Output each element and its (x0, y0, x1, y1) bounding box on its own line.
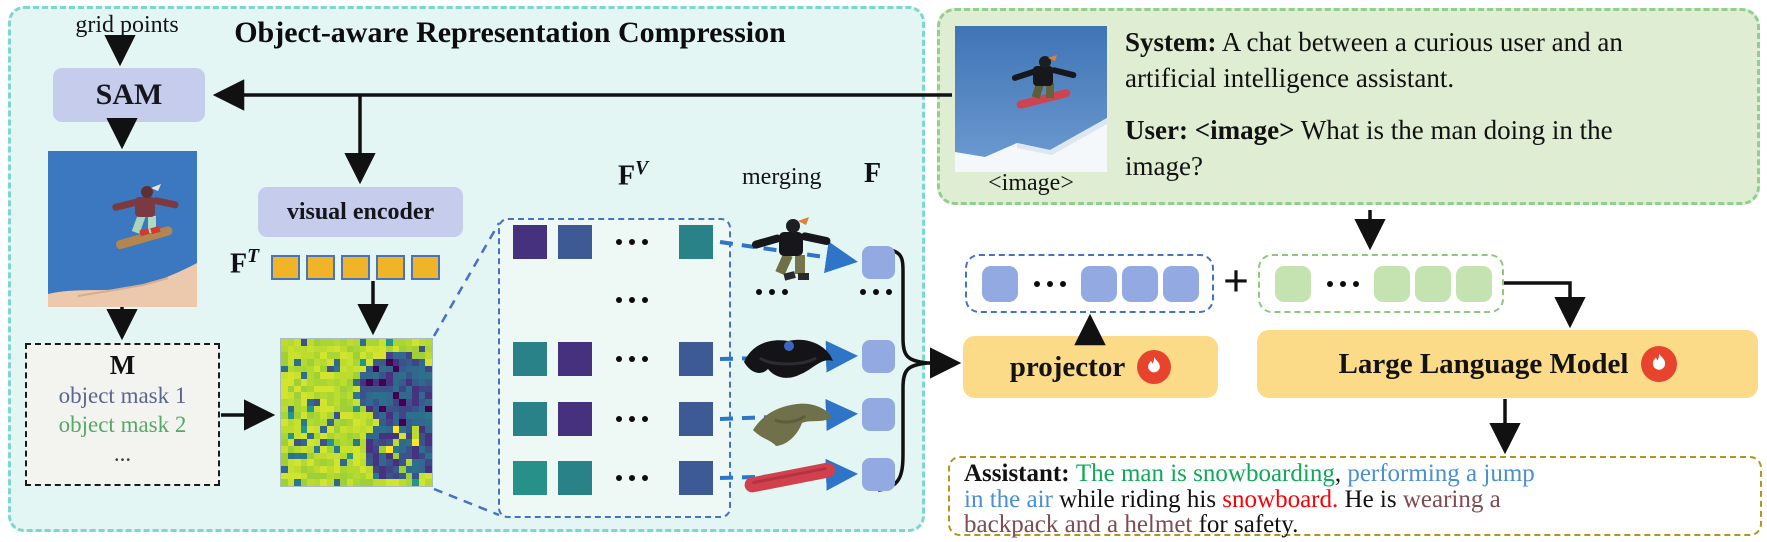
mask-set-title: M (109, 350, 136, 380)
grid-points-label: grid points (75, 12, 179, 38)
merged-token (862, 340, 895, 373)
token-square (1415, 265, 1451, 302)
fv-feature-square (679, 225, 713, 259)
token-square (1163, 265, 1199, 302)
merging-label: merging (742, 164, 822, 190)
merging-ellipsis (752, 289, 791, 295)
mask-set-box: M object mask 1 object mask 2... (25, 343, 220, 486)
mask-item: object mask 1 (58, 383, 187, 408)
sam-box: SAM (53, 68, 205, 122)
pants-cutout-image (753, 403, 832, 446)
fire-icon (1640, 346, 1677, 382)
fv-feature-square (513, 225, 547, 259)
mask-item: object mask 2 (58, 412, 187, 437)
token-square (1081, 265, 1117, 302)
projector-label: projector (1009, 350, 1126, 383)
fv-ellipsis (612, 297, 651, 303)
fv-feature-square (558, 402, 592, 436)
fv-feature-square (679, 461, 713, 495)
token-square (1456, 265, 1492, 302)
system-line-2: artificial intelligence assistant. (1125, 63, 1455, 93)
fv-ellipsis (612, 475, 651, 481)
photo-person (1011, 55, 1077, 109)
snowboard-cutout-image (744, 462, 836, 493)
assistant-answer-box: Assistant: The man is snowboarding, perf… (948, 456, 1762, 538)
token-square (1122, 265, 1158, 302)
fv-label: FV (618, 158, 649, 192)
yellow-token (411, 255, 440, 280)
mask-item: ... (113, 441, 132, 466)
user-line-2: image? (1125, 151, 1203, 181)
feature-heatmap (280, 338, 433, 487)
arrow-tokens-to-llm (1504, 281, 1586, 329)
f-label: F (864, 158, 882, 189)
prompt-text: System: A chat between a curious user an… (1125, 24, 1623, 184)
projector-box: projector (963, 336, 1218, 398)
assistant-line-1: Assistant: The man is snowboarding, perf… (964, 460, 1535, 487)
segmented-snowboarder-image (48, 151, 197, 307)
visual-token-row (965, 254, 1214, 313)
yellow-token (341, 255, 370, 280)
fv-feature-square (558, 225, 592, 259)
image-placeholder-tag: <image> (988, 170, 1074, 196)
merged-token (862, 398, 895, 431)
sam-label: SAM (95, 78, 163, 111)
fv-feature-square (679, 402, 713, 436)
jacket-cutout-image (744, 339, 833, 378)
llm-label: Large Language Model (1338, 347, 1629, 380)
merged-token (862, 458, 895, 491)
fv-feature-square (513, 402, 547, 436)
yellow-token (376, 255, 405, 280)
token-square (1374, 265, 1410, 302)
fv-feature-square (558, 461, 592, 495)
fv-ellipsis (612, 356, 651, 362)
text-token-row (1258, 254, 1504, 313)
panel-title: Object-aware Representation Compression (234, 16, 786, 49)
plus-sign: + (1222, 255, 1250, 306)
mask-list: object mask 1 object mask 2... (27, 381, 218, 468)
assistant-line-3: backpack and a helmet for safety. (964, 511, 1299, 538)
fv-feature-square (513, 461, 547, 495)
visual-encoder-label: visual encoder (286, 199, 435, 225)
visual-encoder-box: visual encoder (258, 187, 463, 237)
ft-label: FT (230, 246, 260, 280)
llm-box: Large Language Model (1257, 330, 1758, 398)
segmented-person (112, 184, 179, 250)
token-square (982, 265, 1018, 302)
fv-feature-square (558, 342, 592, 376)
fv-feature-square (513, 342, 547, 376)
assistant-line-2: in the air while riding his snowboard. H… (964, 485, 1501, 513)
fire-icon (1137, 350, 1172, 384)
person-cutout-image (751, 217, 831, 281)
yellow-token (271, 255, 300, 280)
snowboarder-photo (955, 26, 1107, 172)
fv-ellipsis (612, 239, 651, 245)
fv-ellipsis (612, 416, 651, 422)
f-ellipsis (856, 289, 895, 295)
text-feature-tokens (271, 255, 440, 280)
merged-token (862, 246, 895, 279)
yellow-token (306, 255, 335, 280)
token-square (1275, 265, 1311, 302)
fv-feature-square (679, 342, 713, 376)
user-line-1: User: <image> What is the man doing in t… (1125, 115, 1613, 145)
system-line-1: System: A chat between a curious user an… (1125, 27, 1623, 57)
